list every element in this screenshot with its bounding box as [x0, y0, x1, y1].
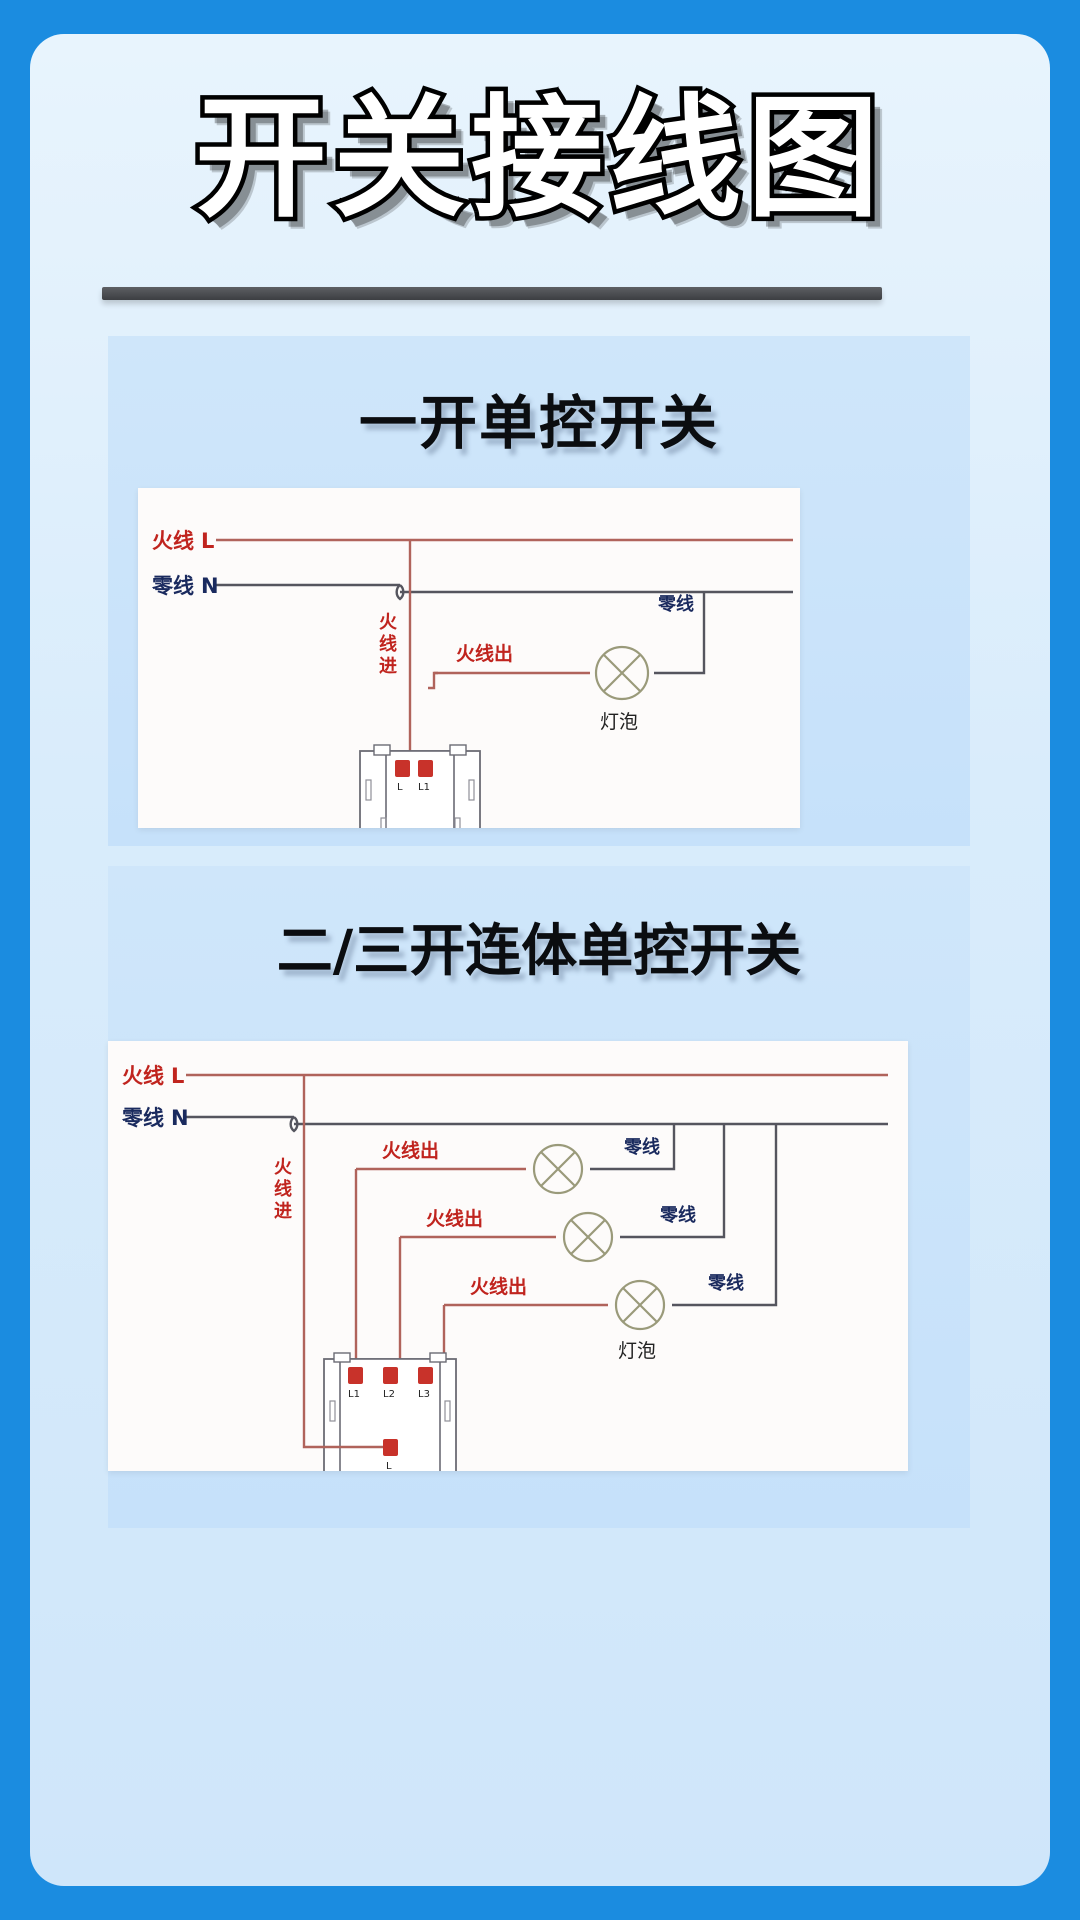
svg-text:线: 线	[379, 633, 397, 655]
svg-text:火线: 火线	[122, 1064, 164, 1088]
svg-text:L: L	[171, 1064, 184, 1088]
svg-text:进: 进	[274, 1201, 292, 1222]
svg-text:N: N	[201, 574, 219, 598]
svg-text:灯泡: 灯泡	[600, 711, 638, 733]
poster-title-wrap: 开关接线图	[30, 81, 1050, 238]
svg-text:进: 进	[379, 656, 397, 677]
svg-text:N: N	[171, 1106, 189, 1130]
svg-text:火: 火	[379, 612, 398, 633]
svg-text:火线出: 火线出	[426, 1207, 483, 1230]
svg-text:L: L	[397, 782, 403, 793]
svg-text:零线: 零线	[657, 593, 694, 615]
svg-text:零线: 零线	[121, 1106, 164, 1130]
poster-root: 开关接线图 一开单控开关 .lr{stroke:#b0635b;stroke-w…	[30, 34, 1050, 1886]
svg-text:L1: L1	[418, 782, 430, 793]
wiring-diagram-single: .lr{stroke:#b0635b;stroke-width:2.4;fill…	[138, 488, 800, 828]
svg-text:零线: 零线	[707, 1272, 744, 1294]
svg-text:零线: 零线	[659, 1204, 696, 1226]
svg-text:L: L	[201, 529, 214, 553]
svg-text:火线出: 火线出	[382, 1139, 439, 1162]
svg-text:火线出: 火线出	[456, 642, 513, 665]
svg-text:火线出: 火线出	[470, 1275, 527, 1298]
svg-text:L2: L2	[383, 1389, 395, 1400]
svg-text:火: 火	[274, 1157, 293, 1178]
wiring-diagram-multi: .lr2{stroke:#b0635b;stroke-width:2.4;fil…	[108, 1041, 908, 1471]
section-multi-gang: 二/三开连体单控开关 .lr2{stroke:#b0635b;stroke-wi…	[108, 866, 970, 1528]
svg-text:零线: 零线	[623, 1136, 660, 1158]
svg-text:L: L	[386, 1461, 392, 1471]
svg-text:L1: L1	[348, 1389, 360, 1400]
svg-text:L3: L3	[418, 1389, 430, 1400]
svg-text:灯泡: 灯泡	[618, 1340, 656, 1362]
svg-text:火线: 火线	[152, 529, 194, 553]
section-heading-1: 二/三开连体单控开关	[276, 919, 802, 984]
page-title: 开关接线图	[191, 81, 885, 238]
section-heading-0: 一开单控开关	[358, 389, 719, 457]
section-single-gang: 一开单控开关 .lr{stroke:#b0635b;stroke-width:2…	[108, 336, 970, 846]
title-divider	[102, 287, 882, 300]
svg-text:线: 线	[274, 1178, 292, 1200]
svg-text:零线: 零线	[151, 574, 194, 598]
